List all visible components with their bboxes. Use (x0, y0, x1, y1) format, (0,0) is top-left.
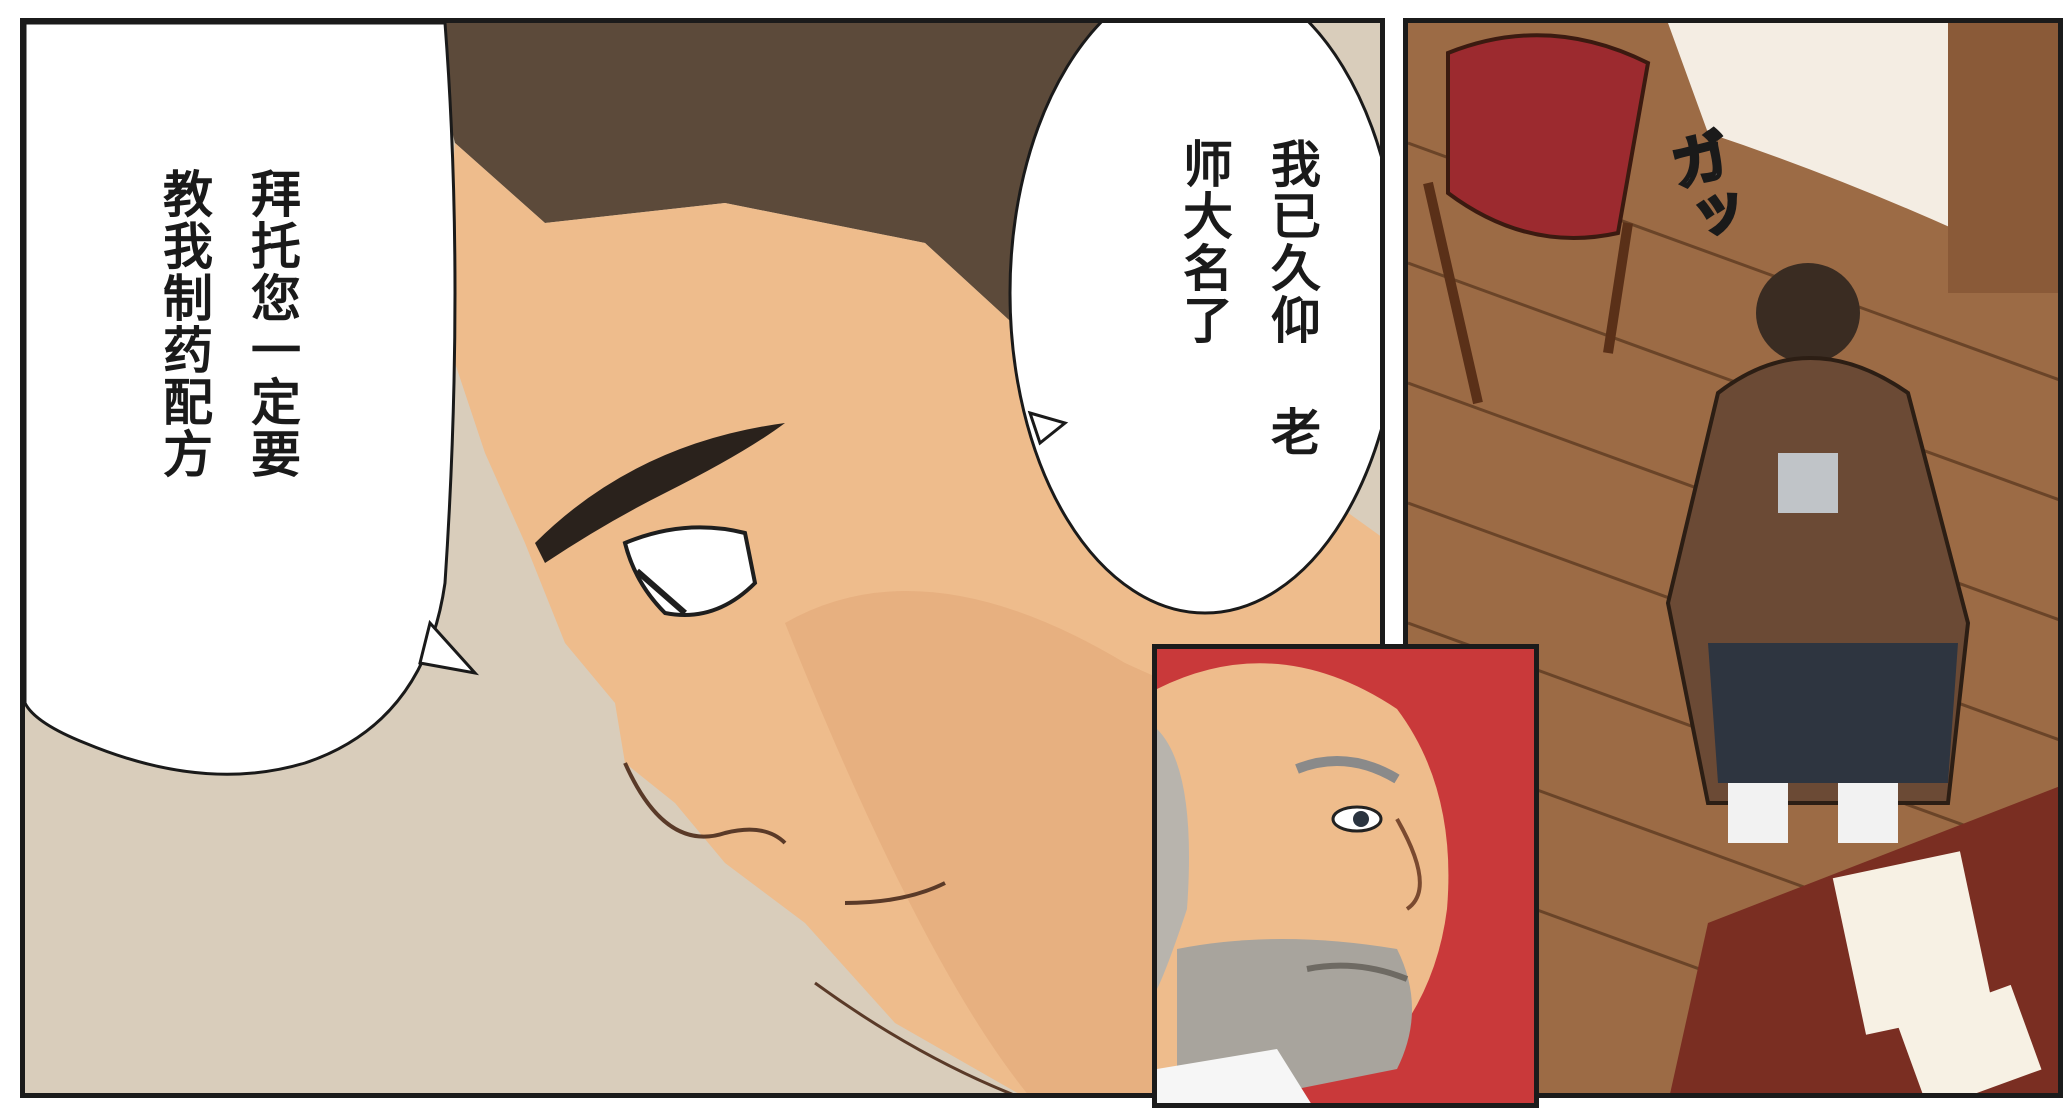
speech-line-2: 教我制药配方 (155, 168, 213, 480)
old-man-face-illustration (1157, 649, 1534, 1103)
speech-bubble-right-text: 我已久仰 老师大名了 (1160, 138, 1336, 458)
speech-line-2: 老师大名了 (1175, 138, 1321, 458)
speech-line-1: 拜托您一定要 (243, 168, 301, 480)
panel-old-man-inset (1152, 644, 1539, 1108)
speech-bubble-left-text: 拜托您一定要 教我制药配方 (140, 168, 316, 588)
speech-line-1: 我已久仰 (1263, 138, 1321, 346)
